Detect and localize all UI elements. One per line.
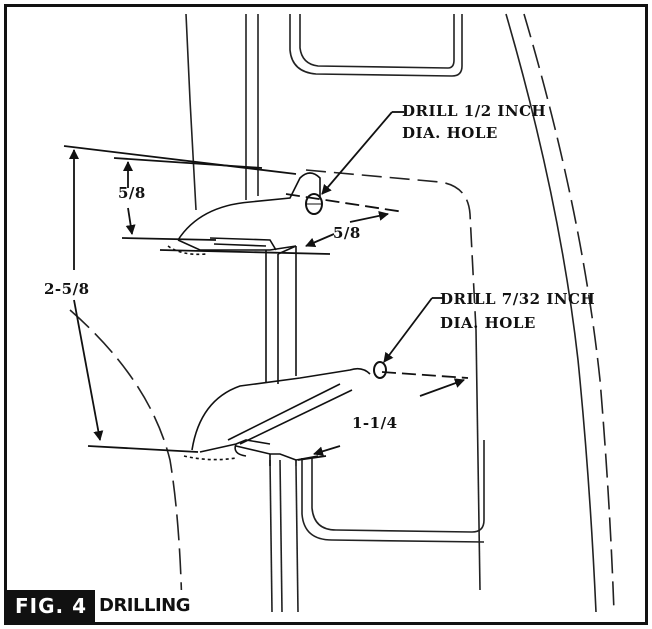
lower-bracket (183, 367, 371, 466)
dimension-lines (63, 111, 469, 461)
upper-hole-offset-label: 5/8 (333, 224, 361, 242)
bottom-hole-callout-line2: DIA. HOLE (440, 314, 536, 332)
panel-outlines (69, 13, 615, 613)
figure-caption: FIG. 4 DRILLING (7, 590, 196, 622)
figure-title: DRILLING (95, 590, 196, 622)
top-hole-callout-line1: DRILL 1/2 INCH (402, 102, 546, 120)
figure-border (4, 4, 648, 625)
upper-bracket-height-label: 5/8 (118, 184, 146, 202)
overall-height-label: 2-5/8 (44, 280, 90, 298)
bottom-hole-callout-line1: DRILL 7/32 INCH (440, 290, 595, 308)
figure-number: FIG. 4 (7, 590, 95, 622)
upper-bracket (167, 172, 321, 384)
top-hole-callout-line2: DIA. HOLE (402, 124, 498, 142)
lower-hole (373, 361, 387, 379)
lower-hole-offset-label: 1-1/4 (352, 414, 398, 432)
